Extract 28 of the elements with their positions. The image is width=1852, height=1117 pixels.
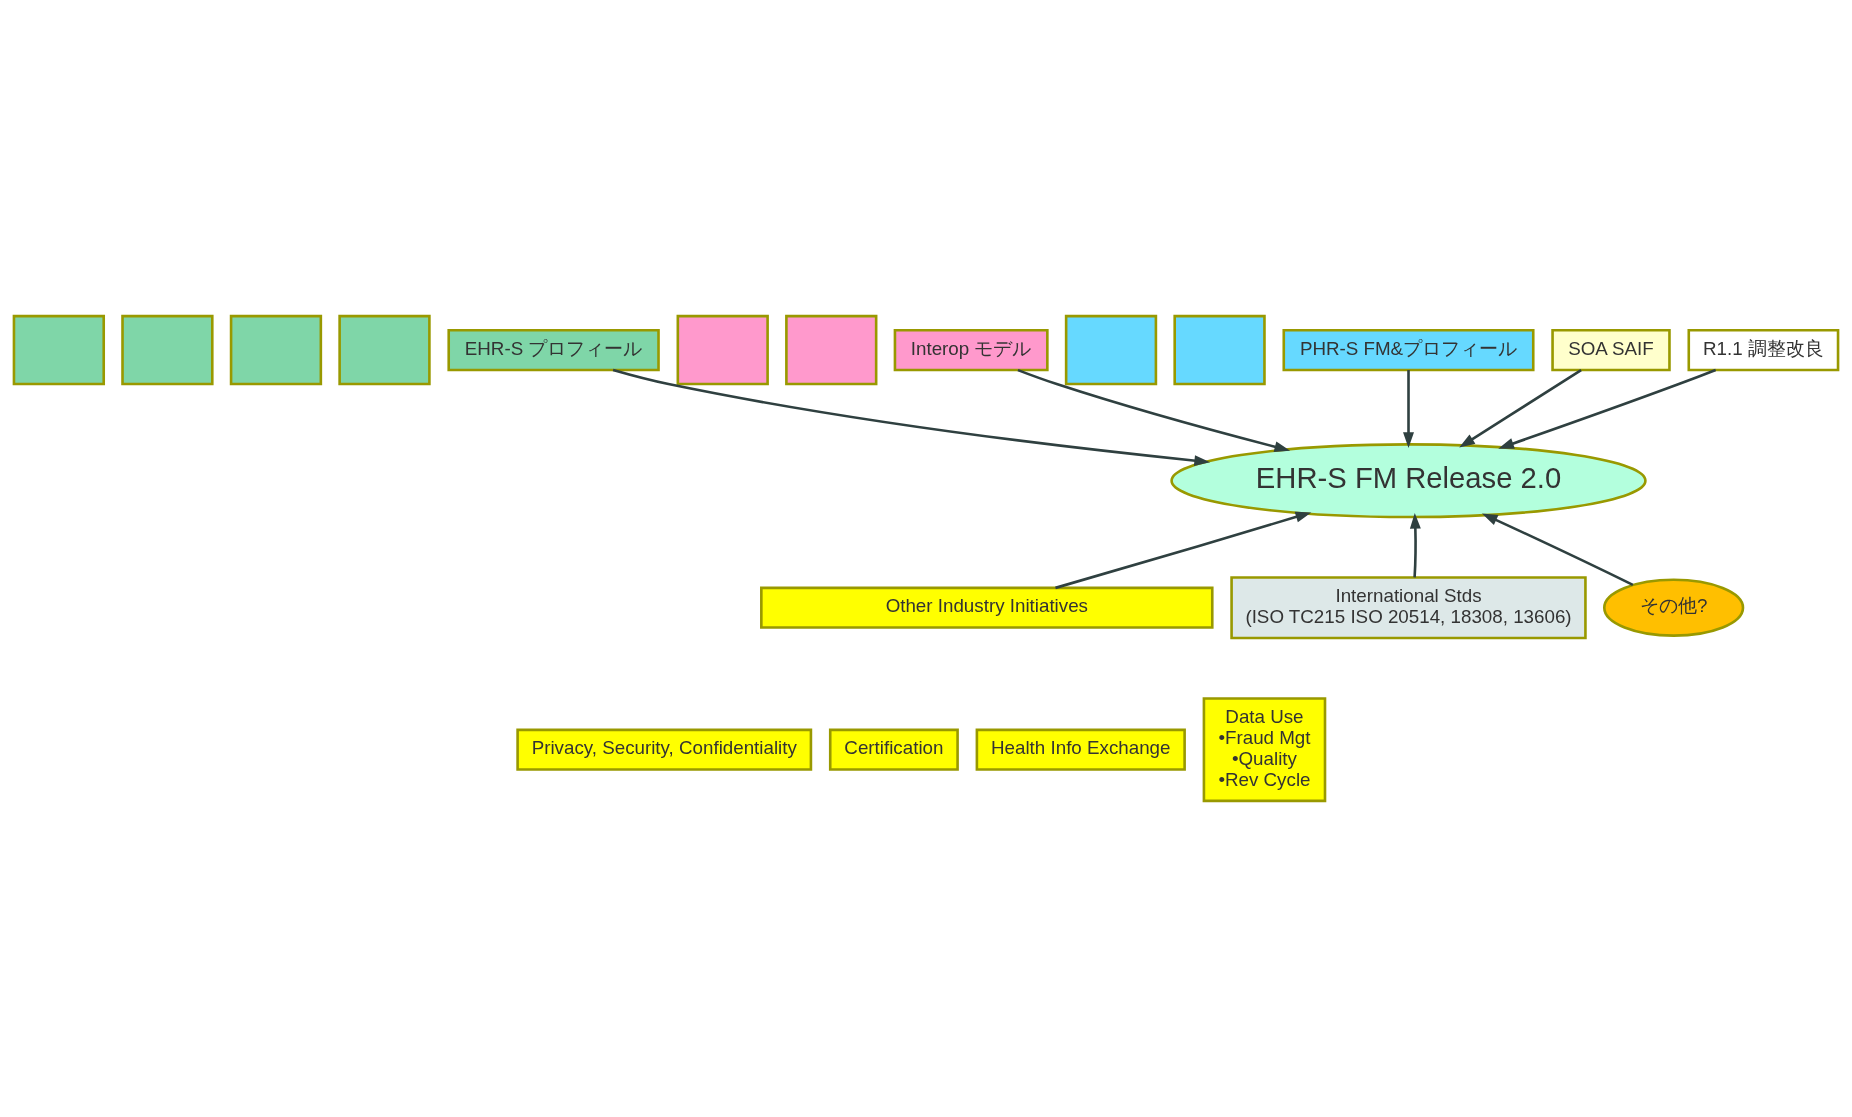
- node-box: EHR-S プロフィール: [447, 328, 660, 372]
- node-box: SOA SAIF: [1551, 328, 1671, 372]
- node-box: [1173, 314, 1266, 386]
- node-box: [121, 314, 214, 386]
- arrow: [1459, 369, 1582, 448]
- node-box: PHR-S FM&プロフィール: [1282, 328, 1535, 372]
- node-box: [676, 314, 769, 386]
- arrow: [1403, 370, 1414, 449]
- node-box: Privacy, Security, Confidentiality: [516, 728, 813, 771]
- node-box: [229, 314, 323, 386]
- node-box: Health Info Exchange: [975, 728, 1186, 771]
- node-box: [1064, 314, 1158, 386]
- node-ellipse: その他?: [1603, 578, 1745, 637]
- node-box: R1.1 調整改良: [1687, 328, 1840, 372]
- node-box: Data Use •Fraud Mgt •Quality •Rev Cycle: [1202, 697, 1327, 803]
- node-box: Certification: [828, 728, 959, 771]
- arrow: [1017, 368, 1291, 453]
- node-box: Interop モデル: [893, 328, 1049, 372]
- arrow: [1055, 511, 1312, 590]
- node-box: [12, 314, 106, 386]
- node-box: Other Industry Initiatives: [760, 586, 1214, 629]
- arrow: [1409, 512, 1421, 578]
- arrow: [1481, 513, 1634, 587]
- node-box: [785, 314, 878, 386]
- node-box: [338, 314, 431, 386]
- arrow: [1498, 368, 1717, 449]
- arrow: [612, 368, 1211, 467]
- node-box: International Stds (ISO TC215 ISO 20514, 18308, 13606): [1230, 576, 1587, 640]
